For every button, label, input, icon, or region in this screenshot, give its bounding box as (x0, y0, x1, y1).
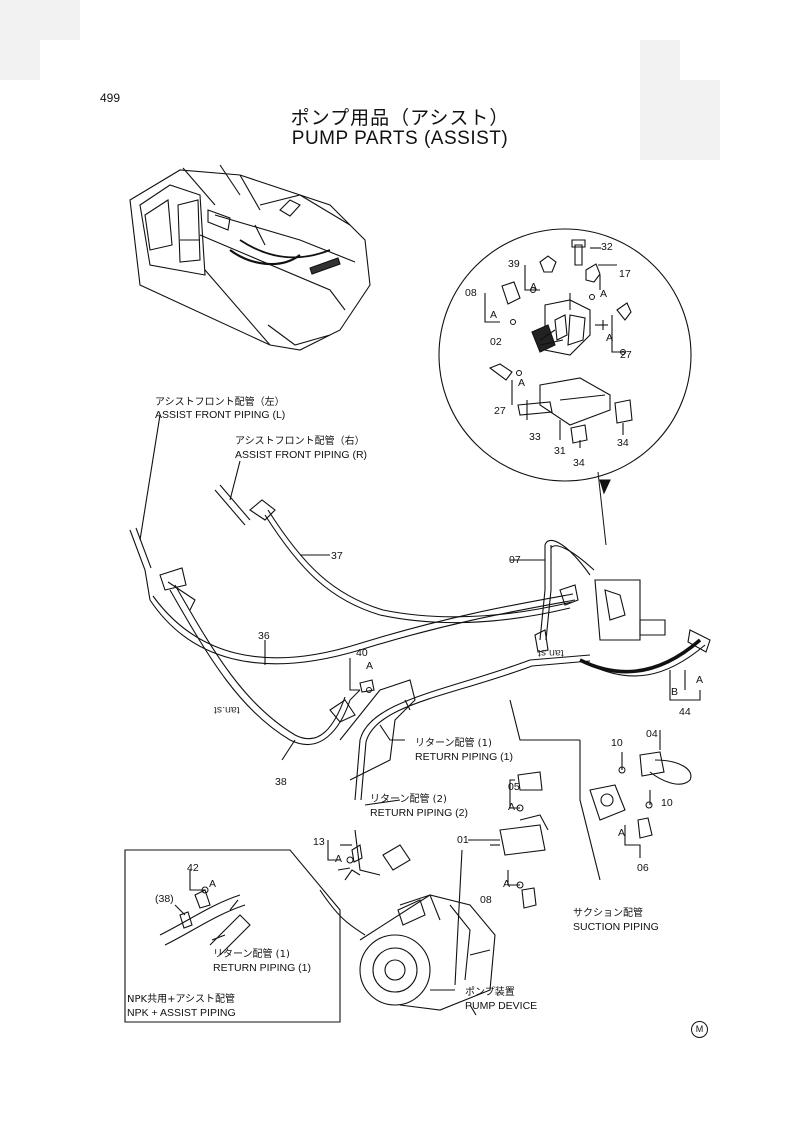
suction-piping-en: SUCTION PIPING (573, 921, 659, 933)
assist-front-piping-right-en: ASSIST FRONT PIPING (R) (235, 449, 368, 461)
npk-inset-box (124, 849, 341, 1023)
part-number-13: 13 (313, 836, 325, 848)
suction-piping-jp: サクション配管 (573, 908, 643, 919)
return-piping-2-en: RETURN PIPING (2) (370, 807, 469, 819)
callout-letter-a: A (530, 281, 538, 293)
part-number-34: 34 (573, 457, 585, 469)
part-number-38: 38 (275, 776, 287, 788)
return-piping-2-jp: リターン配管 (2) (370, 794, 447, 805)
part-number-02: 02 (490, 336, 502, 348)
callout-letter-a: A (503, 878, 511, 890)
callout-letter-a: A (209, 878, 217, 890)
scan-shade (0, 40, 40, 80)
detail-inset (438, 228, 692, 546)
callout-letter-a: A (606, 332, 614, 344)
return-piping-1-en: RETURN PIPING (1) (415, 751, 514, 763)
part-number-05: 05 (508, 781, 520, 793)
part-number-08: 08 (480, 894, 492, 906)
part-number-04: 04 (646, 728, 658, 740)
suction-accessories (454, 699, 692, 986)
return-piping-2 (319, 829, 411, 936)
page-title-en: PUMP PARTS (ASSIST) (291, 128, 509, 149)
npk-assist-piping-en: NPK + ASSIST PIPING (127, 1007, 236, 1019)
callout-letter-a: A (366, 660, 374, 672)
part-number-37: 37 (331, 550, 343, 562)
page-number: 499 (100, 91, 121, 105)
part-number-07: 07 (509, 554, 521, 566)
watermark: tan.st (538, 647, 564, 659)
scan-shade (640, 40, 680, 160)
assist-front-piping-left-en: ASSIST FRONT PIPING (L) (155, 409, 286, 421)
part-number-33: 33 (529, 431, 541, 443)
scan-shade (680, 80, 720, 160)
excavator-illustration (129, 164, 371, 351)
part-number-36: 36 (258, 630, 270, 642)
callout-letter-a: A (696, 674, 704, 686)
scan-shade (0, 0, 80, 40)
part-number-40: 40 (356, 647, 368, 659)
piping-network (129, 484, 711, 801)
callout-letter-b: B (671, 686, 679, 698)
o-ring-markers (201, 287, 653, 894)
part-number-32: 32 (601, 241, 613, 253)
m-mark: M (691, 1021, 708, 1038)
reference-38: (38) (155, 893, 174, 905)
return-piping-1-jp: リターン配管 (1) (415, 738, 492, 749)
part-number-08: 08 (465, 287, 477, 299)
pump-device-en: PUMP DEVICE (465, 1000, 538, 1012)
part-number-17: 17 (619, 268, 631, 280)
part-number-34: 34 (617, 437, 629, 449)
boom-structure (329, 679, 416, 781)
pump-device-illustration (359, 894, 496, 1016)
callout-leaders (139, 414, 701, 991)
part-number-27: 27 (494, 405, 506, 417)
callout-letter-a: A (490, 309, 498, 321)
part-number-01: 01 (457, 834, 469, 846)
part-number-06: 06 (637, 862, 649, 874)
watermark: tan.st (214, 704, 240, 716)
pump-device-jp: ポンプ装置 (465, 987, 515, 998)
part-number-31: 31 (554, 445, 566, 457)
assist-front-piping-right-jp: アシストフロント配管（右） (235, 436, 365, 447)
page-title-jp: ポンプ用品（アシスト） (290, 107, 510, 129)
callout-letter-a: A (518, 377, 526, 389)
callout-letter-a: A (508, 801, 516, 813)
part-number-42: 42 (187, 862, 199, 874)
callout-letter-a: A (618, 827, 626, 839)
part-number-10: 10 (661, 797, 673, 809)
npk-return-piping-1-jp: リターン配管 (1) (213, 949, 290, 960)
part-number-27: 27 (620, 349, 632, 361)
part-number-39: 39 (508, 258, 520, 270)
callout-letter-a: A (600, 288, 608, 300)
npk-return-piping-1-en: RETURN PIPING (1) (213, 962, 312, 974)
part-number-44: 44 (679, 706, 691, 718)
npk-assist-piping-jp: NPK共用+アシスト配管 (127, 994, 236, 1005)
assist-front-piping-left-jp: アシストフロント配管（左） (155, 397, 285, 408)
callout-letter-a: A (335, 853, 343, 865)
part-number-10: 10 (611, 737, 623, 749)
